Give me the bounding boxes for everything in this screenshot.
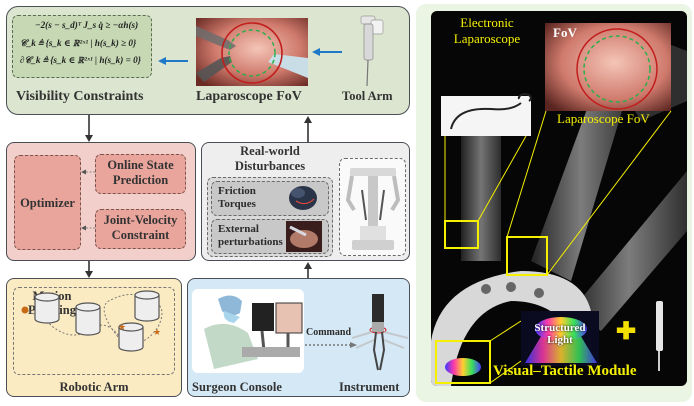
arrow-left-icon — [312, 48, 342, 56]
plus-icon: ✚ — [616, 319, 637, 345]
instrument-label: Instrument — [339, 380, 400, 394]
label-line: Disturbances — [234, 159, 306, 173]
formula-box — [12, 15, 152, 78]
optimizer-block — [14, 155, 81, 250]
formula-cbf: −2(s − s_d)ᵀ J_s q̇ ≥ −αh(s) — [35, 20, 139, 30]
tactile-sensor-image — [656, 301, 663, 351]
external-perturbations-label: External perturbations — [218, 223, 283, 249]
arrow-up-icon — [304, 262, 312, 279]
motion-planning-diagram: ★ ★ — [21, 290, 163, 352]
structured-light-label: Structured Light — [523, 322, 597, 346]
arrow-up-icon — [304, 116, 312, 143]
label-line: Light — [547, 334, 573, 346]
laparoscope-fov-photo-label: Laparoscope FoV — [557, 111, 650, 126]
command-label: Command — [306, 327, 352, 338]
zoom-box-tool — [506, 236, 548, 276]
label-line: Real-world — [240, 144, 300, 158]
electronic-laparoscope-label: Electronic Laparoscope — [441, 15, 533, 47]
laparoscope-fov-image — [196, 18, 308, 86]
waypoint-star: ★ — [153, 327, 161, 337]
robot-photo: Electronic Laparoscope FoV Laparoscope F… — [431, 11, 687, 386]
motor-image — [289, 186, 317, 210]
waypoint-star: ★ — [118, 322, 126, 332]
friction-torques-label: Friction Torques — [218, 185, 256, 211]
obstacle-cylinder — [134, 290, 160, 322]
joint-velocity-constraint-label: Joint-Velocity Constraint — [95, 213, 186, 243]
fov-label: FoV — [553, 25, 577, 40]
dashed-arrow-icon — [305, 342, 357, 348]
label-line: Online State — [107, 158, 174, 172]
perturbation-image — [286, 221, 322, 252]
arrow-left-icon — [158, 57, 188, 65]
surgical-robot-image — [345, 168, 401, 250]
robot-photo-scene — [431, 23, 687, 386]
arrow-down-icon — [85, 115, 93, 142]
label-line: Torques — [218, 198, 256, 210]
disturbances-title: Real-world Disturbances — [206, 144, 334, 174]
tool-arm-image — [360, 15, 384, 87]
visual-tactile-module-label: Visual–Tactile Module — [493, 363, 637, 379]
electronic-laparoscope-inset — [441, 96, 531, 136]
laparoscope-fov-label: Laparoscope FoV — [196, 89, 302, 104]
joint-velocity-constraint-block — [95, 209, 186, 249]
label-line: Joint-Velocity — [103, 213, 178, 227]
instrument-image — [352, 294, 408, 371]
dashed-arrow-icon — [81, 169, 95, 175]
visibility-title: Visibility Constraints — [16, 89, 144, 104]
start-point — [21, 306, 29, 314]
obstacle-cylinder — [118, 322, 144, 352]
tool-arm-label: Tool Arm — [342, 89, 393, 103]
optimizer-label: Optimizer — [20, 196, 75, 210]
robotic-arm-label: Robotic Arm — [59, 380, 129, 394]
label-line: Prediction — [112, 173, 169, 187]
label-line: Friction — [218, 185, 256, 197]
label-line: Constraint — [111, 228, 170, 242]
formula-safe-set: 𝒞_k ≜ {s_k ∈ ℝ²ˣ¹ | h(s_k) ≥ 0} — [20, 38, 137, 48]
obstacle-cylinder — [75, 302, 101, 336]
motion-planning-area — [13, 287, 175, 375]
surgeon-console-label: Surgeon Console — [192, 380, 282, 394]
label-line: Electronic — [460, 15, 514, 30]
obstacle-cylinder — [34, 292, 60, 324]
dashed-arrow-icon — [81, 225, 95, 231]
surgeon-console-image — [204, 295, 303, 369]
arrow-down-icon — [85, 261, 93, 278]
label-line: perturbations — [218, 236, 283, 248]
label-line: Laparoscope — [453, 31, 521, 46]
label-line: External — [218, 223, 259, 235]
online-state-prediction-label: Online State Prediction — [95, 158, 186, 188]
label-line: Structured — [534, 322, 586, 334]
formula-boundary: ∂𝒞_k ≜ {s_k ∈ ℝ²ˣ¹ | h(s_k) = 0} — [20, 55, 141, 65]
zoom-box-laparoscope — [444, 220, 479, 249]
online-state-prediction-block — [95, 154, 186, 194]
zoom-box-module — [435, 340, 491, 384]
